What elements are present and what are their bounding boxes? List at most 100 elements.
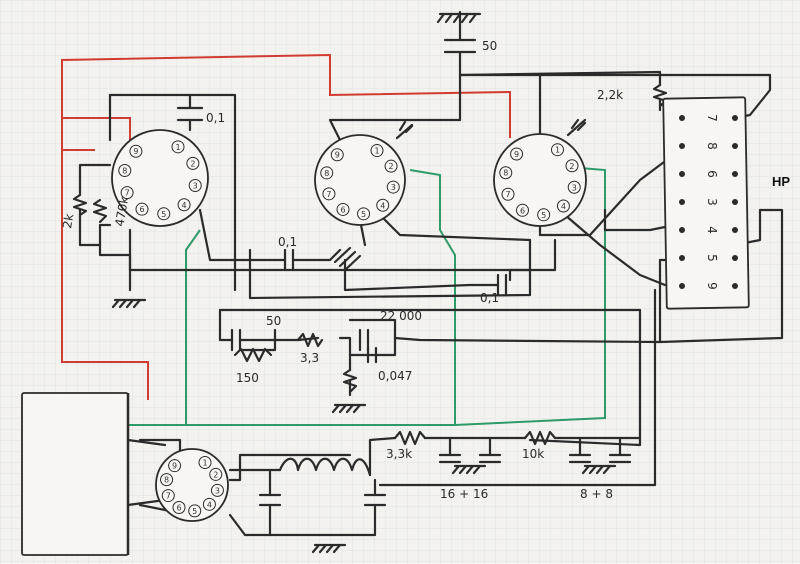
capacitor-16b [478, 453, 502, 464]
label-cap-16: 16 + 16 [440, 487, 488, 501]
svg-text:1: 1 [555, 146, 560, 155]
tube-v2-pin: 4 [376, 198, 390, 212]
label-cap-top: 50 [482, 39, 497, 53]
label-hp: HP [772, 174, 790, 189]
tube-v2-pin: 8 [320, 166, 334, 180]
resistor-33k [393, 430, 427, 446]
svg-text:4: 4 [561, 202, 566, 211]
capacitors [176, 38, 632, 507]
label-r-22k: 2,2k [597, 88, 623, 102]
tube-v1-pin: 6 [135, 202, 149, 216]
strip-pin: 6 [679, 170, 738, 178]
resistor-150 [233, 347, 273, 363]
tube-v1-pin: 2 [186, 156, 200, 170]
capacitor-filter2 [363, 493, 387, 507]
capacitor-top [443, 38, 477, 54]
ground-icon [451, 464, 487, 475]
svg-text:7: 7 [125, 189, 130, 198]
svg-text:2: 2 [389, 162, 394, 171]
tube-rectifier-pin: 6 [172, 501, 186, 515]
tube-v1-pin: 4 [177, 198, 191, 212]
svg-text:8: 8 [503, 169, 508, 178]
svg-text:1: 1 [175, 143, 180, 152]
tube-v1-pin: 1 [171, 140, 185, 154]
svg-text:8: 8 [324, 169, 329, 178]
tube-v1-pin: 3 [188, 178, 202, 192]
svg-text:3: 3 [391, 183, 396, 192]
label-r-2k: 2k [60, 213, 76, 230]
tube-rectifier-pin: 8 [160, 473, 174, 487]
resistor-2k [72, 193, 88, 217]
capacitor-mid [283, 248, 295, 272]
ground-icon [436, 12, 482, 24]
ground-icon [111, 298, 147, 309]
svg-text:2: 2 [213, 470, 218, 479]
tube-v2-pin: 5 [357, 207, 371, 221]
label-r-150: 150 [236, 371, 259, 385]
tube-v3-pin: 2 [565, 159, 579, 173]
svg-text:2: 2 [190, 159, 195, 168]
svg-text:5: 5 [541, 211, 546, 220]
strip-pin: 3 [679, 198, 738, 206]
svg-text:4: 4 [207, 500, 212, 509]
svg-text:6: 6 [139, 205, 144, 214]
capacitor-8a [568, 453, 592, 464]
label-cap-0047: 0,047 [378, 369, 412, 383]
svg-text:1: 1 [202, 458, 207, 467]
tube-rectifier-pin: 2 [209, 467, 223, 481]
label-cap-8: 8 + 8 [580, 487, 613, 501]
ground-icon [566, 118, 587, 137]
svg-text:9: 9 [172, 462, 177, 471]
svg-text:2: 2 [569, 162, 574, 171]
label-r-33: 3,3 [300, 351, 319, 365]
capacitor-50b [230, 328, 277, 352]
strip-pin: 8 [679, 142, 738, 150]
tube-v3-pin: 6 [516, 203, 529, 217]
svg-text:9: 9 [133, 147, 138, 156]
label-cap-mid: 0,1 [278, 235, 297, 249]
capacitor-22000 [348, 318, 397, 352]
svg-text:5: 5 [161, 210, 166, 219]
svg-text:6: 6 [340, 205, 345, 214]
svg-text:9: 9 [335, 151, 340, 160]
choke-coil [278, 457, 372, 477]
svg-text:9: 9 [514, 150, 519, 159]
tube-rectifier-pin: 5 [188, 504, 202, 518]
strip-pin: 9 [679, 282, 738, 290]
ground-icon [311, 543, 347, 554]
capacitor-8b [608, 453, 632, 464]
tube-v1-pin: 9 [129, 144, 143, 158]
svg-text:6: 6 [176, 504, 181, 513]
svg-text:7: 7 [166, 492, 171, 501]
terminal-strip [662, 96, 750, 310]
tube-rectifier-pin: 3 [210, 483, 224, 497]
tube-v1-pin: 5 [157, 207, 171, 221]
ground-symbols [111, 12, 617, 554]
svg-text:7: 7 [705, 114, 719, 122]
svg-text:8: 8 [122, 167, 127, 176]
resistor-470k [92, 198, 108, 224]
label-cap-22000: 22 000 [380, 309, 422, 323]
tube-v3-pin: 9 [510, 147, 524, 161]
tube-v3-pin: 7 [501, 187, 515, 201]
tube-rectifier-pin: 4 [202, 497, 216, 511]
tube-rectifier-pin: 1 [198, 455, 212, 469]
tube-v1-pin: 7 [120, 186, 134, 200]
label-r-33k: 3,3k [386, 447, 412, 461]
capacitor-16a [438, 453, 462, 464]
ground-icon [331, 403, 367, 414]
label-cap-mid2: 0,1 [480, 291, 499, 305]
power-transformer [21, 392, 130, 556]
green-heater-wire [128, 167, 606, 426]
capacitor-v1 [176, 106, 204, 122]
svg-text:9: 9 [705, 282, 719, 290]
label-r-470k: 470k [112, 196, 131, 228]
svg-text:5: 5 [192, 507, 197, 516]
svg-text:8: 8 [705, 142, 719, 150]
red-supply-wire [61, 53, 511, 400]
tube-v2-pin: 3 [386, 180, 400, 194]
svg-text:3: 3 [215, 486, 220, 495]
